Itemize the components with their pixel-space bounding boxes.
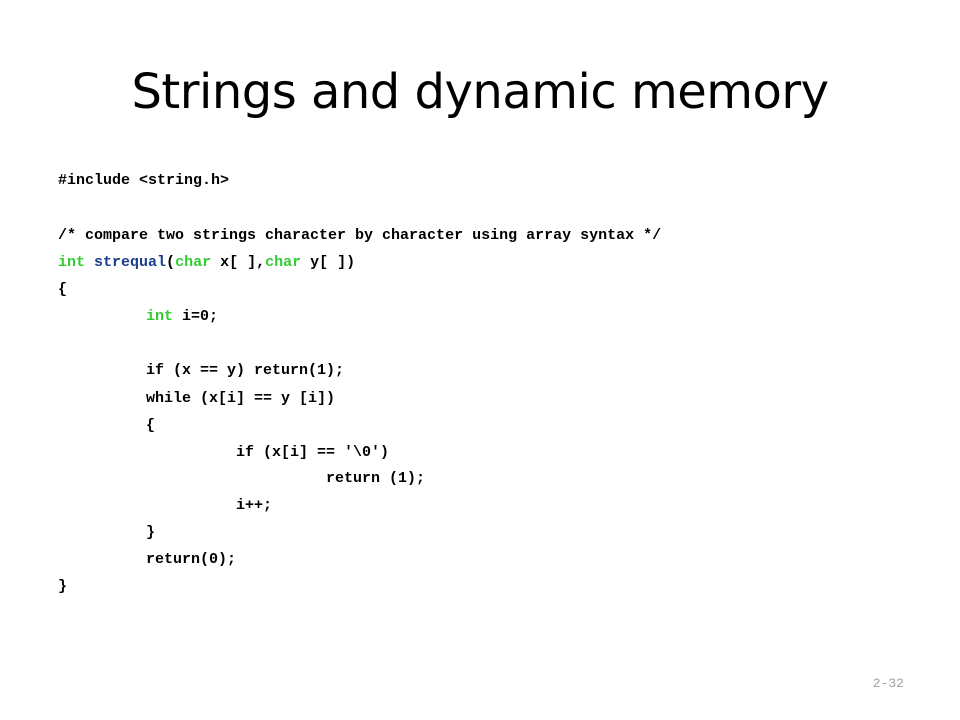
code-line-decl: int i=0; [146,306,218,328]
keyword-int: int [58,254,86,271]
code-line-while: while (x[i] == y [i]) [146,390,336,407]
open-paren: ( [166,254,176,271]
slide-title: Strings and dynamic memory [131,64,829,120]
code-line-close-brace: } [58,578,68,595]
slide-number: 2-32 [872,676,904,691]
code-line-while-open: { [146,417,156,434]
function-name: strequal [94,254,167,271]
keyword-char: char [265,254,302,271]
code-line-return-one: return (1); [326,470,426,487]
decl-rest: i=0; [173,308,219,325]
code-line-if-eq: if (x == y) return(1); [146,362,345,379]
keyword-int: int [146,308,174,325]
code-line-open-brace: { [58,281,68,298]
param-y: y[ ]) [301,254,356,271]
param-x: x[ ], [211,254,266,271]
code-line-while-close: } [146,524,156,541]
code-line-comment: /* compare two strings character by char… [58,227,662,244]
code-line-if-nul: if (x[i] == '\0') [236,444,390,461]
keyword-char: char [175,254,212,271]
code-line-return-zero: return(0); [146,551,237,568]
code-line-include: #include <string.h> [58,172,230,189]
code-line-incr: i++; [236,497,273,514]
code-line-signature: int strequal(char x[ ],char y[ ]) [58,252,355,274]
code-block: #include <string.h> /* compare two strin… [58,170,661,663]
